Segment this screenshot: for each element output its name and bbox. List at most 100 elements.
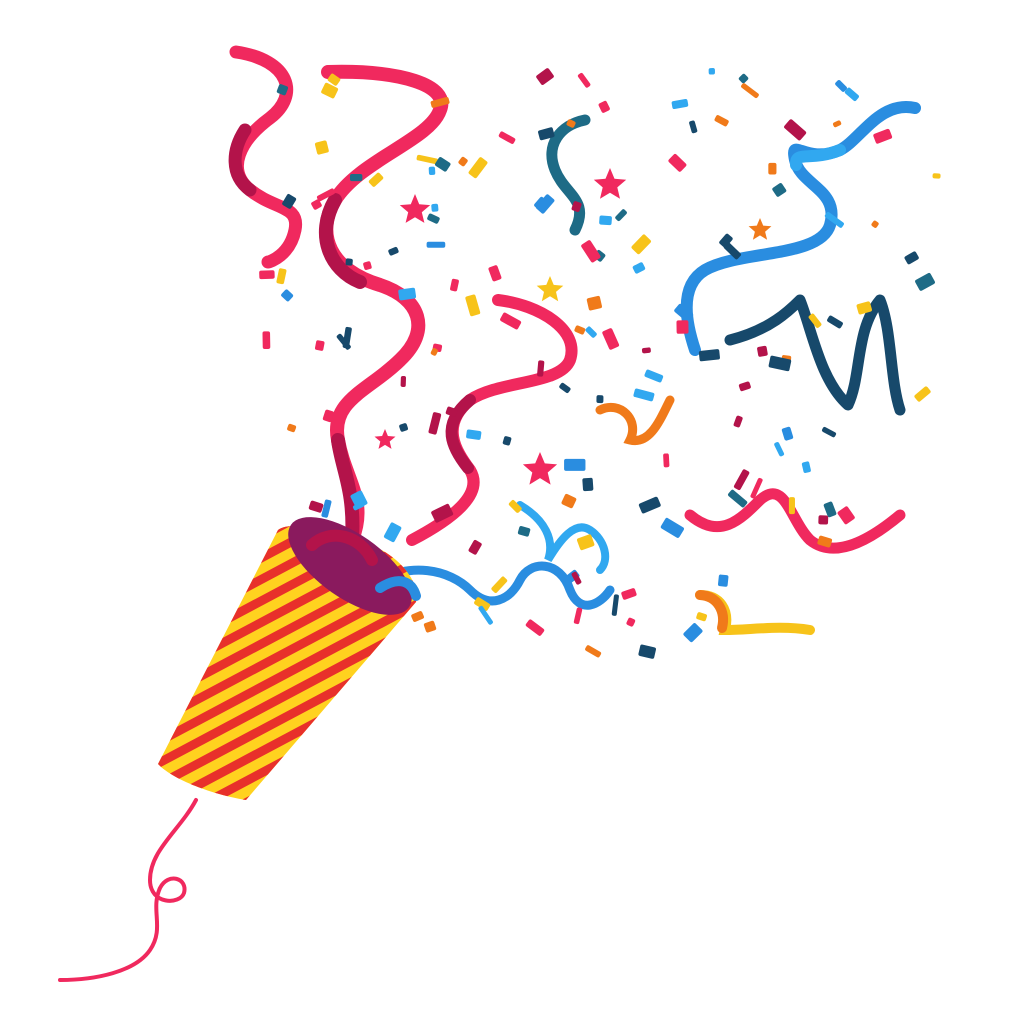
confetti-piece	[321, 82, 339, 99]
confetti-piece	[574, 325, 586, 335]
streamer-navy-zigzag	[724, 294, 906, 416]
pull-string	[58, 798, 198, 982]
confetti-piece	[468, 157, 488, 179]
confetti-piece	[561, 493, 577, 509]
streamer-blue-right	[680, 100, 921, 356]
confetti-piece	[915, 272, 935, 291]
confetti-piece	[822, 426, 837, 438]
confetti-piece	[400, 375, 407, 388]
confetti-piece	[282, 194, 297, 209]
confetti-piece	[321, 499, 332, 518]
confetti-piece	[641, 347, 651, 354]
confetti-piece	[827, 315, 843, 329]
star-confetti	[374, 429, 396, 449]
confetti-piece	[431, 203, 439, 212]
confetti-piece	[316, 188, 336, 202]
confetti-piece	[904, 251, 919, 265]
confetti-piece	[498, 131, 516, 144]
confetti-piece	[719, 233, 733, 248]
confetti-piece	[491, 576, 508, 593]
confetti-piece	[683, 623, 703, 643]
confetti-piece	[788, 497, 795, 515]
confetti-piece	[668, 153, 687, 172]
confetti-piece	[478, 605, 493, 625]
confetti-piece	[801, 461, 811, 473]
confetti-piece	[586, 295, 602, 311]
confetti-piece	[431, 503, 454, 523]
star-confetti	[522, 452, 558, 485]
confetti-piece	[832, 120, 842, 128]
confetti-piece	[423, 620, 437, 633]
confetti-piece	[696, 612, 708, 622]
confetti-piece	[914, 386, 931, 402]
confetti-piece	[844, 87, 859, 102]
confetti-piece	[856, 301, 872, 315]
confetti-piece	[621, 588, 637, 600]
confetti-piece	[537, 360, 545, 377]
confetti-piece	[784, 119, 807, 141]
confetti-piece	[474, 597, 491, 611]
confetti-piece	[932, 173, 941, 179]
confetti-piece	[676, 320, 689, 334]
confetti-piece	[631, 234, 651, 255]
confetti-piece	[823, 501, 837, 518]
streamer-orange-middle	[595, 395, 675, 446]
confetti-piece	[314, 140, 329, 155]
streamers	[228, 45, 921, 636]
streamer-navy-top	[546, 114, 591, 236]
confetti-piece	[611, 594, 619, 616]
confetti-piece	[566, 119, 576, 128]
confetti-piece	[426, 241, 446, 248]
confetti-piece	[398, 287, 417, 301]
confetti-piece	[308, 500, 324, 513]
confetti-piece	[435, 157, 451, 172]
confetti-piece	[581, 240, 601, 263]
confetti-piece	[349, 173, 363, 182]
confetti-piece	[638, 496, 661, 514]
confetti-piece	[388, 246, 399, 256]
confetti-piece	[508, 499, 522, 513]
confetti-piece	[416, 154, 439, 165]
star-confetti	[399, 194, 431, 223]
confetti-piece	[723, 242, 741, 260]
confetti-piece	[502, 436, 512, 446]
confetti-piece	[808, 313, 822, 328]
confetti-piece	[644, 369, 664, 383]
confetti-piece	[738, 381, 751, 392]
confetti-piece	[577, 72, 591, 88]
confetti-piece	[632, 262, 646, 274]
confetti-piece	[445, 406, 458, 417]
confetti-piece	[517, 525, 531, 537]
confetti-piece	[824, 211, 844, 228]
star-confetti	[748, 218, 772, 240]
confetti-piece	[276, 268, 287, 285]
confetti-piece	[708, 68, 715, 75]
confetti-piece	[818, 515, 829, 525]
confetti-piece	[287, 423, 297, 433]
confetti-piece	[626, 617, 636, 627]
confetti-piece	[428, 166, 436, 176]
confetti-piece	[718, 574, 729, 587]
confetti-piece	[573, 607, 583, 625]
confetti-piece	[728, 489, 748, 508]
confetti-piece	[411, 611, 424, 622]
confetti-piece	[535, 194, 555, 214]
confetti-piece	[599, 215, 612, 226]
confetti-piece	[314, 340, 325, 351]
confetti-piece	[536, 68, 554, 85]
confetti-piece	[427, 213, 440, 224]
confetti-piece	[559, 382, 571, 393]
confetti-piece	[598, 100, 610, 113]
confetti-piece	[602, 328, 620, 350]
confetti-piece	[458, 156, 468, 167]
confetti-piece	[322, 409, 334, 423]
confetti-piece	[534, 196, 545, 208]
confetti-piece	[585, 326, 597, 338]
confetti-piece	[430, 348, 438, 356]
confetti-piece	[336, 333, 351, 350]
confetti-piece	[660, 517, 684, 538]
confetti	[259, 68, 941, 659]
confetti-piece	[689, 120, 698, 134]
confetti-piece	[465, 294, 481, 317]
confetti-piece	[363, 261, 372, 271]
